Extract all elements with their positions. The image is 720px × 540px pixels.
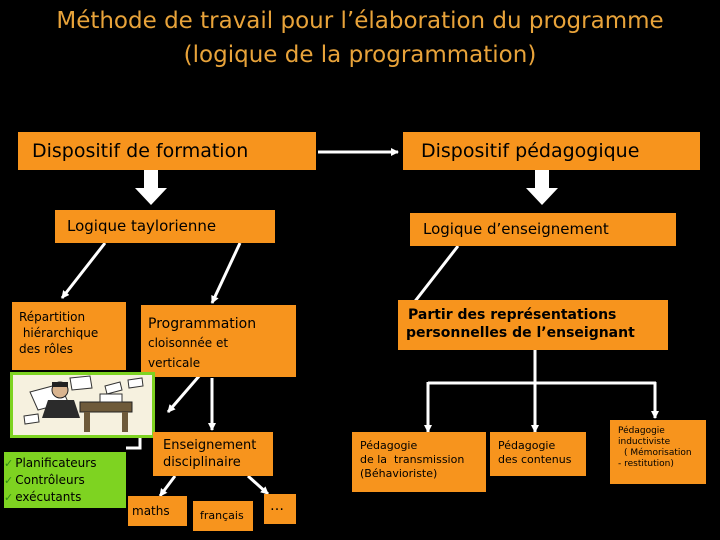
roles-list-item: ✓exécutants — [4, 489, 96, 506]
box-francais-label: français — [200, 509, 244, 522]
arrow-taylor-to-repartition — [60, 242, 107, 299]
repartition-line-3: des rôles — [19, 342, 74, 356]
box-dispositif-formation-label: Dispositif de formation — [32, 140, 249, 162]
check-icon: ✓ — [4, 474, 14, 487]
arrow-pedagogique-down — [526, 170, 558, 205]
box-pedagogie-contenus: Pédagogie des contenus — [490, 432, 586, 476]
check-icon: ✓ — [4, 457, 14, 470]
roles-list-label: Planificateurs — [15, 456, 97, 470]
arrow-formation-down — [135, 170, 167, 205]
arrow-programmation-to-clipart — [166, 374, 202, 413]
inductiviste-line-2: inductiviste — [618, 437, 671, 447]
roles-list-item: ✓Planificateurs — [4, 455, 96, 472]
page-title-line-2: (logique de la programmation) — [183, 42, 537, 68]
page-title-line-1: Méthode de travail pour l’élaboration du… — [56, 8, 664, 34]
transmission-line-1: Pédagogie — [360, 439, 418, 452]
clipart-frame — [10, 372, 155, 438]
box-dispositif-pedagogique: Dispositif pédagogique — [403, 132, 700, 170]
roles-list-bg — [4, 452, 126, 508]
box-pedagogie-inductiviste: Pédagogie inductiviste ( Mémorisation - … — [610, 420, 706, 484]
box-enseignement-disciplinaire: Enseignement disciplinaire — [153, 432, 273, 476]
roles-list-item: ✓Contrôleurs — [4, 472, 96, 489]
box-logique-enseignement: Logique d’enseignement — [410, 213, 676, 246]
repartition-line-2: hiérarchique — [19, 326, 99, 340]
box-maths: maths — [128, 496, 187, 526]
box-partir-representations: Partir des représentations personnelles … — [398, 300, 668, 350]
roles-list-label: exécutants — [15, 490, 82, 504]
transmission-line-2: de la transmission — [360, 453, 465, 466]
box-logique-taylorienne: Logique taylorienne — [55, 210, 275, 243]
arrow-enseignement-to-maths — [158, 475, 177, 497]
worker-at-desk-clipart — [13, 375, 152, 435]
arrow-enseignement-to-etc — [246, 474, 270, 496]
repartition-line-1: Répartition — [19, 310, 86, 324]
partir-line-1: Partir des représentations — [408, 307, 617, 323]
programmation-sub-2: verticale — [148, 356, 201, 370]
programmation-sub-1: cloisonnée et — [148, 336, 229, 350]
inductiviste-line-4: - restitution) — [618, 459, 674, 469]
check-icon: ✓ — [4, 491, 14, 504]
box-francais: français — [193, 501, 253, 531]
contenus-line-1: Pédagogie — [498, 439, 556, 452]
enseignement-line-2: disciplinaire — [163, 455, 241, 470]
contenus-line-2: des contenus — [498, 453, 572, 466]
roles-list-label: Contrôleurs — [15, 473, 85, 487]
box-programmation: Programmation cloisonnée et verticale — [141, 305, 296, 377]
box-etc-label: … — [270, 498, 284, 514]
box-logique-enseignement-label: Logique d’enseignement — [423, 220, 609, 238]
enseignement-line-1: Enseignement — [163, 438, 257, 453]
box-pedagogie-transmission: Pédagogie de la transmission (Béhavioris… — [352, 432, 486, 492]
roles-list: ✓Planificateurs ✓Contrôleurs ✓exécutants — [4, 452, 126, 508]
box-etc: … — [264, 494, 296, 524]
programmation-title: Programmation — [148, 316, 257, 332]
box-logique-taylorienne-label: Logique taylorienne — [67, 217, 217, 235]
box-dispositif-pedagogique-label: Dispositif pédagogique — [421, 140, 640, 162]
inductiviste-line-3: ( Mémorisation — [624, 448, 692, 458]
box-repartition: Répartition hiérarchique des rôles — [12, 302, 126, 370]
inductiviste-line-1: Pédagogie — [618, 426, 665, 436]
arrow-taylor-to-programmation — [210, 242, 242, 304]
transmission-line-3: (Béhavioriste) — [360, 467, 438, 480]
partir-line-2: personnelles de l’enseignant — [406, 325, 635, 341]
box-maths-label: maths — [132, 504, 170, 518]
box-dispositif-formation: Dispositif de formation — [18, 132, 316, 170]
